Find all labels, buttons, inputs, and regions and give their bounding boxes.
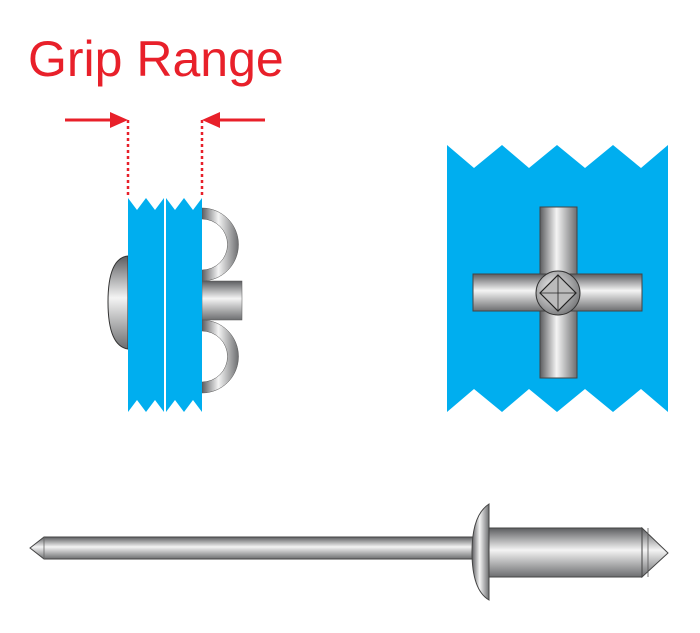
blind-rivet: [29, 503, 669, 601]
rivet-body: [488, 527, 643, 578]
upper-bulb: [201, 207, 239, 282]
grip-range-indicator: [65, 112, 265, 198]
installed-rivet-back-view: [447, 145, 668, 412]
mandrel-stub: [201, 280, 243, 321]
rivet-tip: [641, 526, 669, 579]
rivet-head: [107, 255, 129, 350]
installed-rivet-side-view: [107, 198, 243, 412]
left-arrow-head-icon: [110, 112, 128, 128]
grip-range-title: Grip Range: [28, 31, 284, 87]
rivet-flange: [471, 503, 490, 601]
material-layer-2: [166, 198, 202, 412]
mandrel: [29, 536, 477, 560]
right-arrow-head-icon: [202, 112, 220, 128]
lower-bulb: [201, 319, 239, 394]
material-layer-1: [128, 198, 164, 412]
